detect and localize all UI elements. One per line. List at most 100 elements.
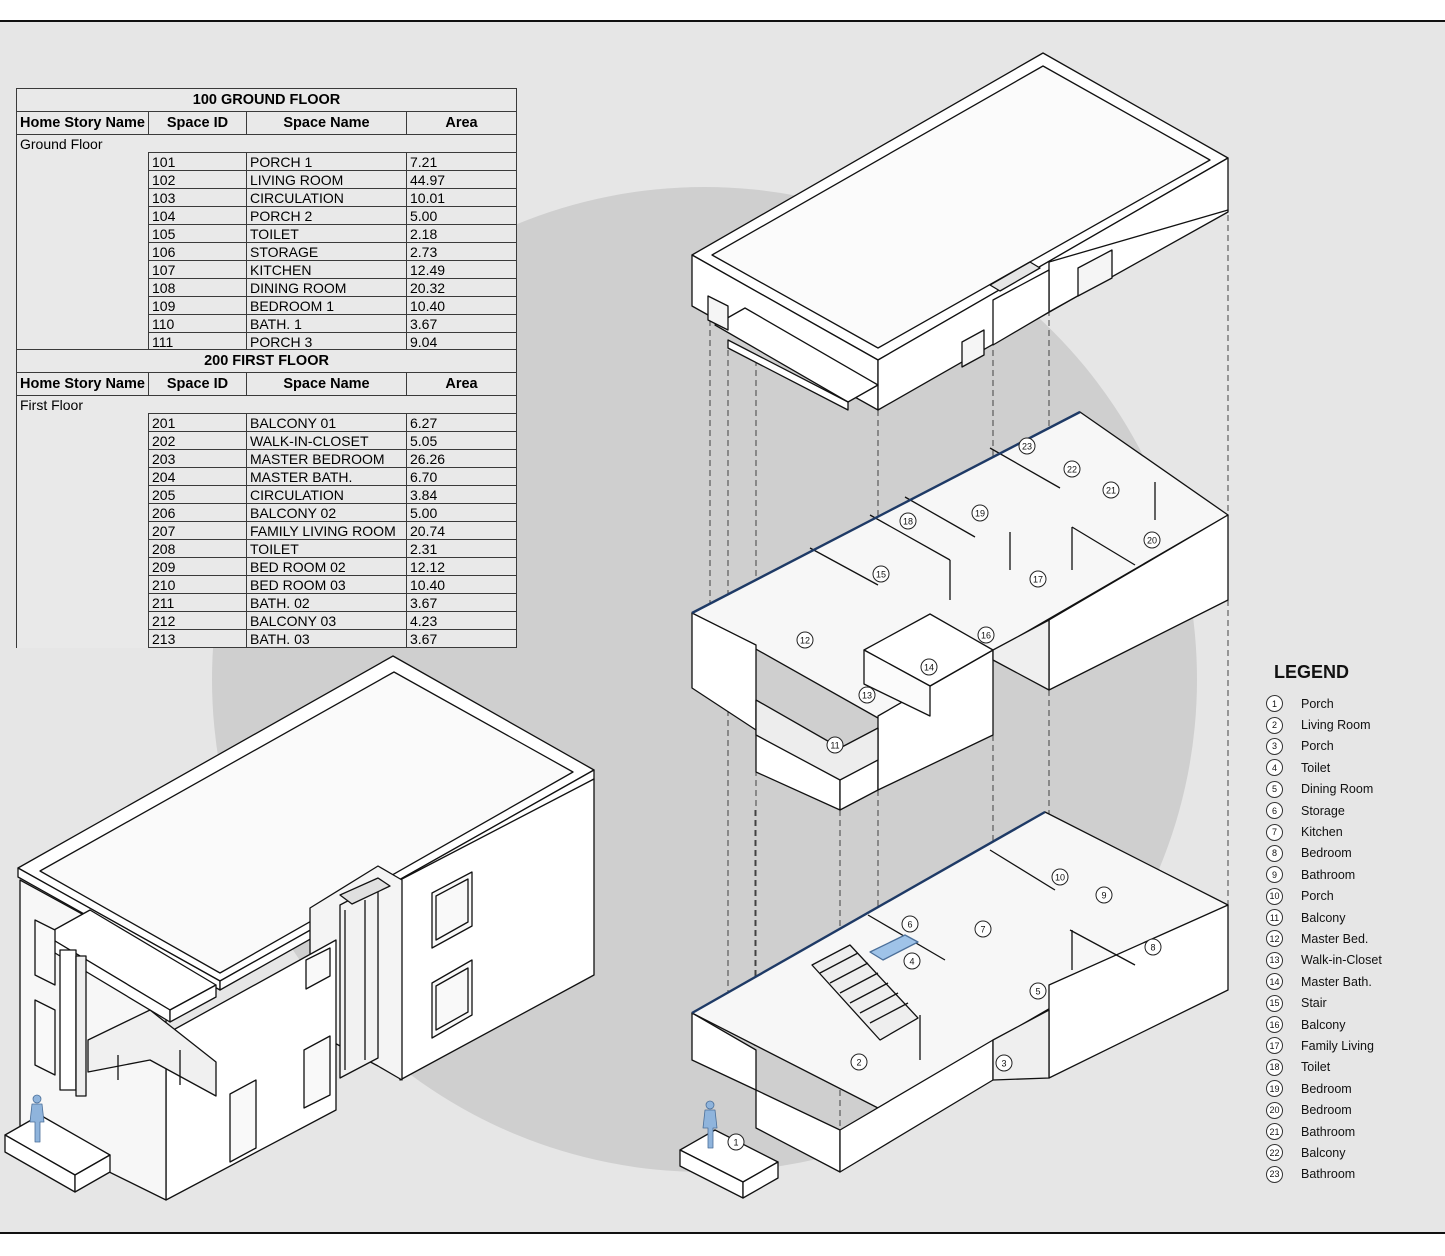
legend-number: 17 bbox=[1266, 1037, 1283, 1055]
room-tag-circle bbox=[1063, 460, 1081, 478]
porch-column bbox=[59, 949, 77, 1091]
legend-label: Balcony bbox=[1301, 1145, 1346, 1160]
area-cell: 26.26 bbox=[405, 449, 518, 468]
balcony-railing bbox=[87, 1009, 217, 1097]
space-id-cell: 106 bbox=[148, 242, 247, 261]
space-name-cell: BALCONY 01 bbox=[246, 413, 407, 432]
window bbox=[431, 871, 473, 949]
canopy bbox=[989, 261, 1041, 292]
ground-floor-schedule: 100 GROUND FLOOR Home Story Name Space I… bbox=[16, 88, 517, 351]
window bbox=[961, 329, 985, 368]
legend-label: Bathroom bbox=[1301, 1124, 1356, 1139]
room-tag-label: 22 bbox=[1067, 465, 1077, 475]
area-cell: 2.73 bbox=[406, 242, 517, 261]
person-figure bbox=[29, 1094, 45, 1143]
legend-number: 14 bbox=[1266, 973, 1283, 991]
legend-label: Living Room bbox=[1301, 718, 1371, 733]
room-tag-label: 3 bbox=[1001, 1059, 1006, 1069]
space-id-cell: 213 bbox=[148, 629, 247, 648]
ground-floor-level bbox=[679, 810, 1229, 1199]
room-tag-circle bbox=[977, 626, 995, 644]
legend-number: 21 bbox=[1266, 1123, 1283, 1140]
legend-number: 22 bbox=[1266, 1144, 1283, 1162]
legend-label: Stair bbox=[1301, 996, 1327, 1011]
legend-label: Bathroom bbox=[1301, 867, 1356, 882]
legend-number: 19 bbox=[1266, 1080, 1283, 1098]
legend-number: 10 bbox=[1266, 887, 1283, 905]
roof-overhang bbox=[714, 307, 879, 403]
legend-number: 6 bbox=[1266, 802, 1283, 820]
room-tag-label: 10 bbox=[1055, 873, 1065, 883]
header-space-id: Space ID bbox=[148, 111, 247, 135]
area-cell: 10.40 bbox=[405, 575, 518, 594]
window bbox=[305, 947, 331, 990]
story-name-first: First Floor bbox=[15, 395, 518, 414]
room-tag-label: 13 bbox=[862, 691, 872, 701]
room-tag-circle bbox=[850, 1053, 868, 1071]
legend-number: 16 bbox=[1266, 1016, 1283, 1034]
space-name-cell: BEDROOM 1 bbox=[246, 296, 407, 315]
room-tag-circle bbox=[1144, 938, 1162, 956]
ground-schedule-title: 100 GROUND FLOOR bbox=[16, 88, 517, 112]
porch-canopy-edge-right bbox=[169, 984, 217, 1023]
room-tag-circle bbox=[920, 658, 938, 676]
space-name-cell: MASTER BEDROOM bbox=[246, 449, 407, 468]
room-tag-circle bbox=[903, 952, 921, 970]
header-area: Area bbox=[405, 372, 518, 396]
room-tag-label: 15 bbox=[876, 570, 886, 580]
header-area: Area bbox=[406, 111, 517, 135]
legend-item: 22 Balcony bbox=[1266, 1142, 1436, 1163]
room-tag-circle bbox=[1102, 481, 1120, 499]
window bbox=[229, 1079, 257, 1163]
legend-number: 5 bbox=[1266, 780, 1283, 798]
room-tag-circle bbox=[1029, 982, 1047, 1000]
room-tag-circle bbox=[826, 736, 844, 754]
area-cell: 2.18 bbox=[406, 224, 517, 243]
room-tag-circle bbox=[974, 920, 992, 938]
legend-number: 4 bbox=[1266, 759, 1283, 777]
room-tag-circle bbox=[858, 686, 876, 704]
legend-item: 9 Bathroom bbox=[1266, 864, 1436, 885]
person-figure bbox=[702, 1100, 718, 1149]
window bbox=[431, 959, 473, 1039]
room-tag-circle bbox=[899, 512, 917, 530]
legend-number: 9 bbox=[1266, 866, 1283, 884]
legend-label: Porch bbox=[1301, 739, 1334, 754]
wall bbox=[992, 619, 1050, 691]
room-tag-circle bbox=[1095, 886, 1113, 904]
room-tag-label: 7 bbox=[980, 925, 985, 935]
space-name-cell: BALCONY 03 bbox=[246, 611, 407, 630]
legend-label: Toilet bbox=[1301, 760, 1331, 775]
area-cell: 3.67 bbox=[405, 629, 518, 648]
room-tag-circle bbox=[727, 1133, 745, 1151]
porch-column-side bbox=[75, 955, 87, 1097]
room-tag-circle bbox=[1051, 868, 1069, 886]
legend-label: Storage bbox=[1301, 803, 1345, 818]
legend-label: Porch bbox=[1301, 696, 1334, 711]
window bbox=[34, 999, 56, 1076]
space-name-cell: BALCONY 02 bbox=[246, 503, 407, 522]
window bbox=[1077, 249, 1113, 297]
legend-item: 6 Storage bbox=[1266, 800, 1436, 821]
space-name-cell: DINING ROOM bbox=[246, 278, 407, 297]
legend-label: Family Living bbox=[1301, 1038, 1374, 1053]
legend-number: 12 bbox=[1266, 930, 1283, 948]
